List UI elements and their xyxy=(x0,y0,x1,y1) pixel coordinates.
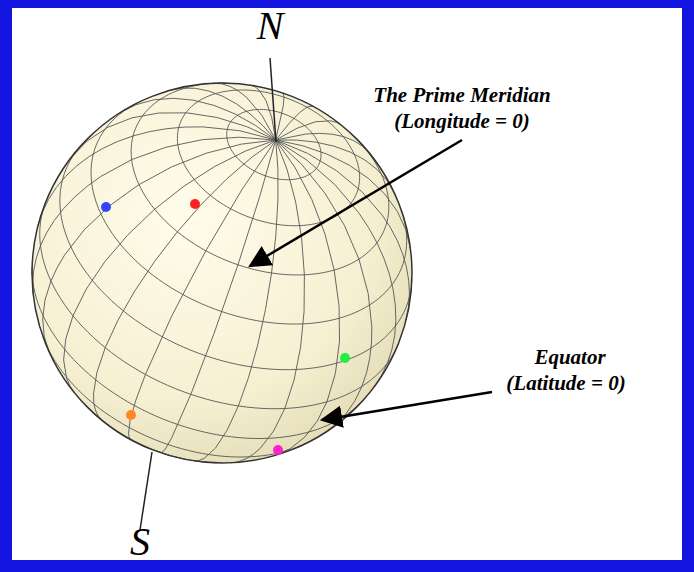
callout-label: The Prime Meridian xyxy=(373,84,550,107)
dot-red xyxy=(190,199,200,209)
callout-label: (Longitude = 0) xyxy=(394,110,530,133)
axis-south xyxy=(140,452,152,530)
leader-arrow xyxy=(250,140,462,266)
pole-letter: N xyxy=(257,4,284,48)
pole-letter: S xyxy=(130,520,150,564)
globe-outline xyxy=(32,83,412,463)
dot-orange xyxy=(126,410,136,420)
axis-north xyxy=(270,58,276,142)
callout-label: Equator xyxy=(534,346,605,369)
dot-green xyxy=(340,353,350,363)
callout-label: (Latitude = 0) xyxy=(506,372,625,395)
leader-arrow xyxy=(322,392,492,420)
dot-blue xyxy=(101,202,111,212)
dot-magenta xyxy=(273,445,283,455)
white-panel xyxy=(12,8,682,560)
